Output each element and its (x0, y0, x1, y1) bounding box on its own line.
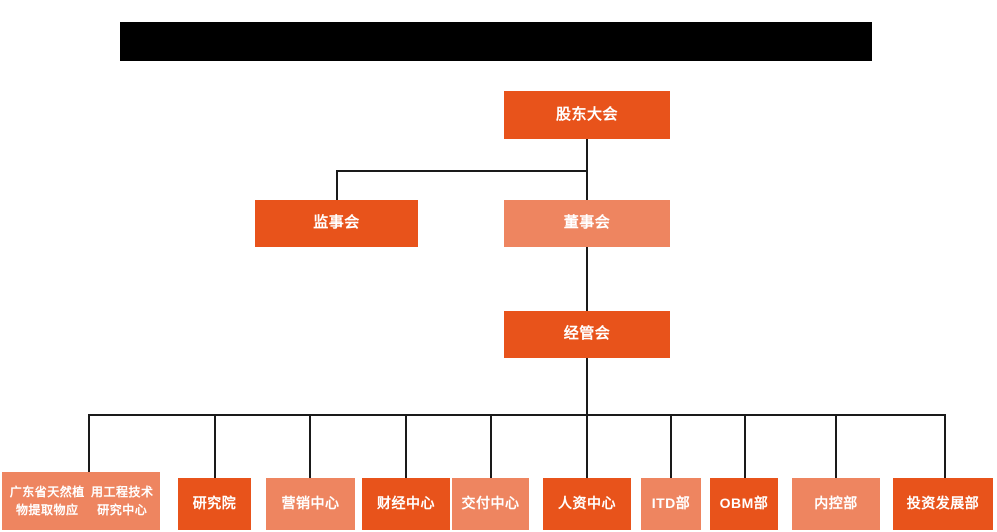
node-dept-hr-center[interactable]: 人资中心 (543, 478, 631, 530)
node-dept-investment-development[interactable]: 投资发展部 (893, 478, 993, 530)
node-label-line-1: 广东省天然植物提取物应 (9, 485, 85, 517)
connector-shareholders-branch (336, 170, 587, 172)
connector-management-stem (586, 358, 588, 416)
connector-drop-dept-5 (490, 414, 492, 479)
connector-drop-dept-1 (88, 414, 90, 473)
connector-drop-dept-2 (214, 414, 216, 479)
node-dept-obm[interactable]: OBM部 (710, 478, 778, 530)
node-dept-delivery-center[interactable]: 交付中心 (452, 478, 529, 530)
node-dept-internal-control[interactable]: 内控部 (792, 478, 880, 530)
connector-drop-dept-3 (309, 414, 311, 479)
connector-department-bus (88, 414, 946, 416)
node-dept-research-institute[interactable]: 研究院 (178, 478, 251, 530)
redacted-title-banner (120, 22, 872, 61)
node-supervisory-board[interactable]: 监事会 (255, 200, 418, 247)
connector-drop-dept-6 (586, 414, 588, 479)
node-dept-itd[interactable]: ITD部 (641, 478, 701, 530)
connector-shareholders-stem (586, 139, 588, 201)
connector-drop-dept-4 (405, 414, 407, 479)
connector-drop-dept-8 (744, 414, 746, 479)
connector-drop-dept-10 (944, 414, 946, 479)
node-shareholders-meeting[interactable]: 股东大会 (504, 91, 670, 139)
node-dept-marketing-center[interactable]: 营销中心 (266, 478, 355, 530)
connector-board-to-management (586, 247, 588, 312)
connector-drop-dept-7 (670, 414, 672, 479)
node-management-committee[interactable]: 经管会 (504, 311, 670, 358)
node-board-of-directors[interactable]: 董事会 (504, 200, 670, 247)
node-dept-guangdong-research-center[interactable]: 广东省天然植物提取物应 用工程技术研究中心 (2, 472, 160, 530)
connector-drop-dept-9 (835, 414, 837, 479)
node-dept-finance-center[interactable]: 财经中心 (362, 478, 450, 530)
node-label-line-2: 用工程技术研究中心 (90, 485, 154, 517)
connector-supervisory-drop (336, 170, 338, 201)
